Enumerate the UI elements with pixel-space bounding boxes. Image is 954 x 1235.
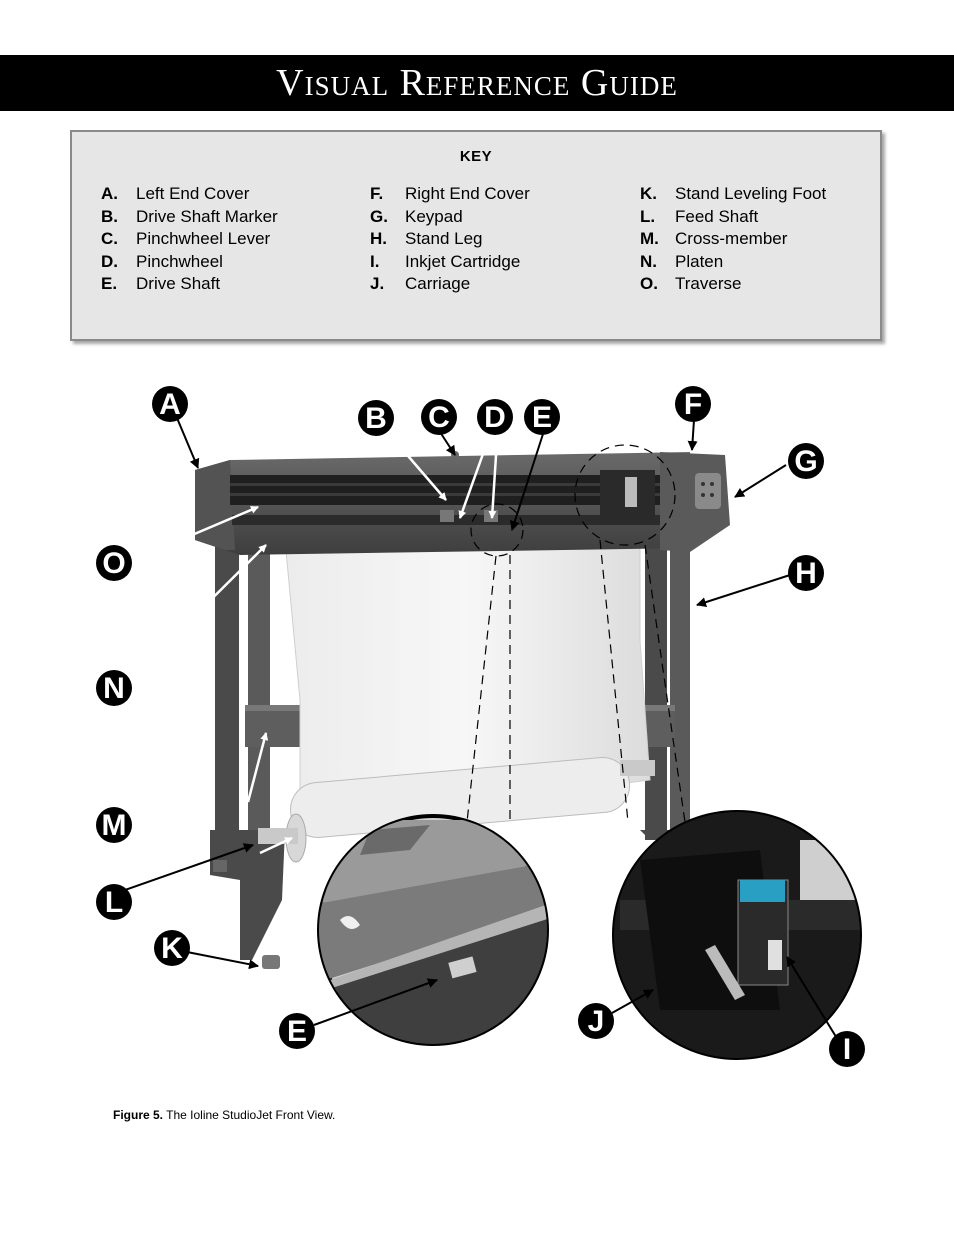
carriage-detail <box>612 810 862 1060</box>
key-item: E. Drive Shaft <box>101 274 278 297</box>
callout-E-label: E <box>532 401 552 434</box>
callout-K: K <box>154 930 190 966</box>
callout-D-label: D <box>484 401 506 434</box>
key-letter: B. <box>101 206 118 226</box>
key-letter: G. <box>370 206 388 226</box>
key-box: KEY A. Left End Cover B. Drive Shaft Marke… <box>70 130 882 341</box>
key-letter: C. <box>101 229 118 248</box>
callout-M: M <box>96 807 132 843</box>
plotter-figure: A B C D E F G H O N M L <box>96 386 865 1067</box>
key-letter: A. <box>101 184 118 203</box>
key-letter: L. <box>640 206 656 226</box>
callout-J-label: J <box>588 1005 605 1038</box>
key-letter: N. <box>640 251 657 271</box>
key-label: Pinchwheel Lever <box>136 229 271 248</box>
key-item: H. Stand Leg <box>370 229 530 252</box>
key-label: Stand Leg <box>405 229 483 248</box>
key-label: Drive Shaft <box>136 274 221 293</box>
callout-B-label: B <box>365 402 387 435</box>
key-letter: O. <box>640 274 658 293</box>
key-label: Stand Leveling Foot <box>675 184 827 203</box>
key-label: Inkjet Cartridge <box>405 251 521 271</box>
callout-K-label: K <box>161 932 183 965</box>
callout-D: D <box>477 399 513 435</box>
callout-F: F <box>675 386 711 422</box>
callout-H-label: H <box>795 557 817 590</box>
key-letter: F. <box>370 184 384 203</box>
key-label: Right End Cover <box>405 184 530 203</box>
callout-A-label: A <box>159 388 181 421</box>
key-label: Cross-member <box>675 229 788 248</box>
callout-A: A <box>152 386 188 422</box>
key-letter: K. <box>640 184 657 203</box>
key-item: I. Inkjet Cartridge <box>370 252 530 275</box>
key-item: M. Cross-member <box>640 229 826 252</box>
callout-N: N <box>96 670 132 706</box>
callout-H: H <box>788 555 824 591</box>
callout-N-label: N <box>103 672 125 705</box>
key-label: Keypad <box>405 206 463 226</box>
key-item: D. Pinchwheel <box>101 252 278 275</box>
key-label: Left End Cover <box>136 184 250 203</box>
callout-L-label: L <box>105 886 123 919</box>
black-pointers <box>124 417 839 1041</box>
key-item: B. Drive Shaft Marker <box>101 207 278 230</box>
key-letter: E. <box>101 274 118 293</box>
callout-M-label: M <box>102 809 127 842</box>
key-item: N. Platen <box>640 252 826 275</box>
page-title: Visual Reference Guide <box>276 62 678 104</box>
figure-caption-text: The Ioline StudioJet Front View. <box>166 1108 336 1122</box>
callout-O-label: O <box>102 547 125 580</box>
callout-E: E <box>524 399 560 435</box>
callout-B: B <box>358 400 394 436</box>
key-letter: D. <box>101 251 118 271</box>
callout-L: L <box>96 884 132 920</box>
key-label: Traverse <box>675 274 742 293</box>
title-bar: Visual Reference Guide <box>0 55 954 111</box>
key-label: Feed Shaft <box>675 206 759 226</box>
callout-C-label: C <box>428 401 450 434</box>
key-item: L. Feed Shaft <box>640 207 826 230</box>
callout-O: O <box>96 545 132 581</box>
key-letter: I. <box>370 251 380 271</box>
key-heading: KEY <box>459 148 493 165</box>
key-label: Platen <box>675 251 724 271</box>
callout-E-detail: E <box>279 1013 315 1049</box>
key-item: K. Stand Leveling Foot <box>640 184 826 207</box>
key-letter: H. <box>370 229 387 248</box>
white-pointers <box>129 434 499 855</box>
key-letter: M. <box>640 229 659 248</box>
key-column-2: F. Right End Cover G. Keypad H. Stand Leg I… <box>370 184 530 297</box>
callout-G: G <box>788 443 824 479</box>
key-label: Drive Shaft Marker <box>136 206 278 226</box>
zoom-guides <box>466 444 686 823</box>
drive-shaft-detail <box>317 814 549 1046</box>
key-column-3: K. Stand Leveling Foot L. Feed Shaft M. Cro… <box>640 184 826 297</box>
key-column-1: A. Left End Cover B. Drive Shaft Marker C.… <box>101 184 278 297</box>
key-item: G. Keypad <box>370 207 530 230</box>
key-item: F. Right End Cover <box>370 184 530 207</box>
key-item: C. Pinchwheel Lever <box>101 229 278 252</box>
key-item: J. Carriage <box>370 274 530 297</box>
key-item: A. Left End Cover <box>101 184 278 207</box>
callout-F-label: F <box>684 388 702 421</box>
callout-G-label: G <box>794 445 817 478</box>
plotter-body <box>195 451 730 555</box>
paper <box>258 534 655 863</box>
key-label: Pinchwheel <box>136 251 223 271</box>
figure-caption: Figure 5. The Ioline StudioJet Front Vie… <box>113 1108 335 1122</box>
callout-I: I <box>829 1031 865 1067</box>
callout-I-label: I <box>843 1033 851 1066</box>
figure-label: Figure 5. <box>113 1108 164 1122</box>
callout-E-detail-label: E <box>287 1015 307 1048</box>
key-letter: J. <box>370 274 385 293</box>
key-item: O. Traverse <box>640 274 826 297</box>
key-label: Carriage <box>405 274 471 293</box>
callout-C: C <box>421 399 457 435</box>
callout-J: J <box>578 1003 614 1039</box>
